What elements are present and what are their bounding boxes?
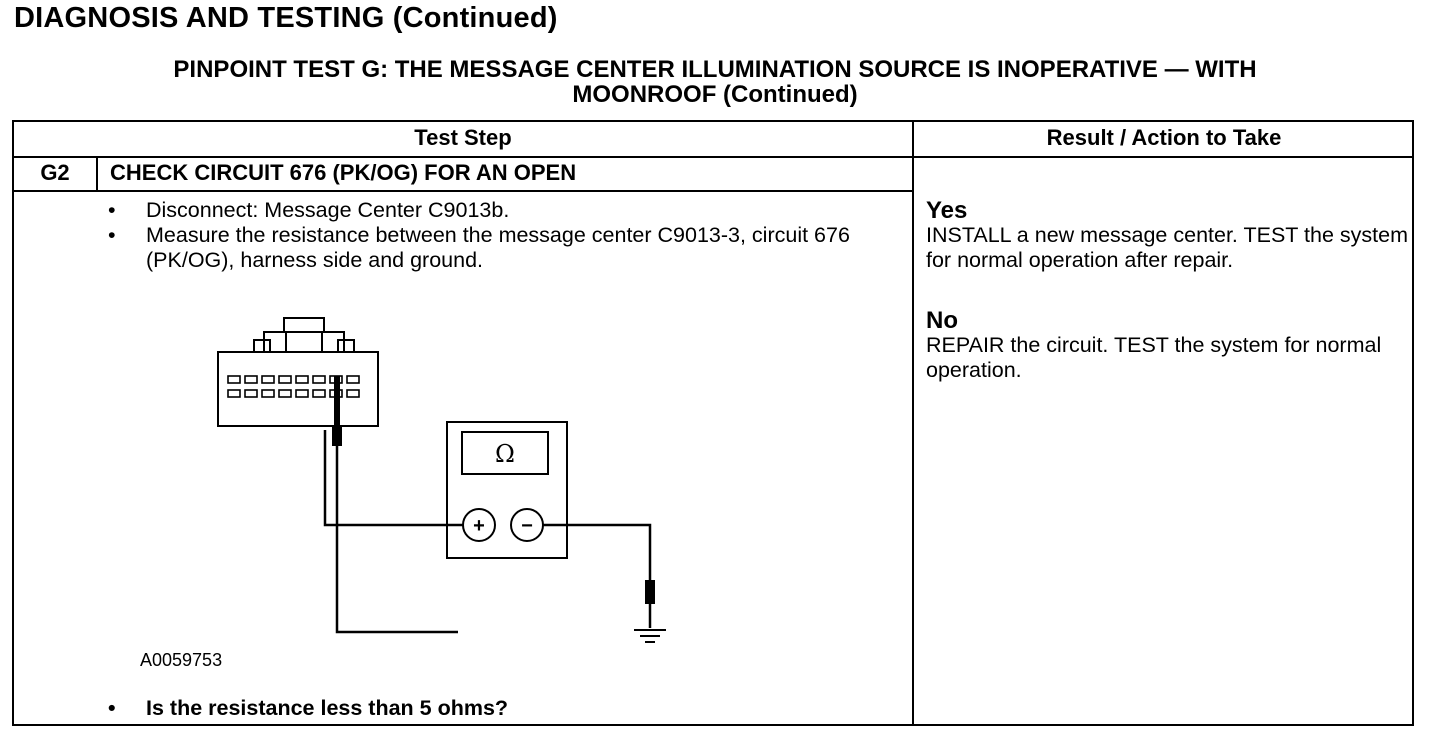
result-no-action: REPAIR the circuit. TEST the system for … <box>926 333 1382 382</box>
step-id: G2 <box>40 160 70 185</box>
ground-symbol-icon <box>634 629 666 643</box>
bullet-icon: • <box>108 223 116 247</box>
bullet-icon: • <box>108 198 116 222</box>
result-yes-action: INSTALL a new message center. TEST the s… <box>926 223 1408 272</box>
header-result-action: Result / Action to Take <box>1046 125 1282 150</box>
ground-probe-icon <box>645 580 655 628</box>
ohmmeter-test-diagram <box>217 317 458 634</box>
instruction-text: Measure the resistance between the messa… <box>146 223 850 272</box>
pinpoint-test-title-line2: MOONROOF (Continued) <box>572 81 858 108</box>
step-question: • Is the resistance less than 5 ohms? <box>106 696 508 721</box>
column-divider <box>912 122 914 724</box>
header-divider <box>14 156 1412 158</box>
pinpoint-test-title: PINPOINT TEST G: THE MESSAGE CENTER ILLU… <box>0 57 1430 107</box>
instruction-text: Disconnect: Message Center C9013b. <box>146 198 510 222</box>
step-instructions: • Disconnect: Message Center C9013b. • M… <box>106 198 896 273</box>
positive-probe-icon <box>332 376 458 634</box>
minus-symbol: − <box>521 515 533 537</box>
result-yes-label: Yes <box>926 197 968 224</box>
question-text: Is the resistance less than 5 ohms? <box>146 696 509 720</box>
instruction-item: • Disconnect: Message Center C9013b. <box>106 198 896 223</box>
pinpoint-test-title-line1: PINPOINT TEST G: THE MESSAGE CENTER ILLU… <box>173 56 1257 83</box>
plus-symbol: + <box>473 515 485 537</box>
page-title: DIAGNOSIS AND TESTING (Continued) <box>14 2 558 34</box>
bullet-icon: • <box>108 696 116 720</box>
result-no-label: No <box>926 307 958 334</box>
connector-c9013-icon <box>217 317 379 427</box>
test-leads-icon <box>323 430 652 580</box>
step-row-divider <box>14 190 912 192</box>
result-no: No REPAIR the circuit. TEST the system f… <box>926 308 1416 383</box>
figure-id: A0059753 <box>140 650 223 670</box>
ohm-symbol: Ω <box>495 440 515 468</box>
step-id-divider <box>96 156 98 190</box>
instruction-item: • Measure the resistance between the mes… <box>106 223 896 273</box>
pinpoint-test-table: Test Step Result / Action to Take G2 CHE… <box>12 120 1414 726</box>
result-yes: Yes INSTALL a new message center. TEST t… <box>926 198 1416 273</box>
step-title: CHECK CIRCUIT 676 (PK/OG) FOR AN OPEN <box>110 160 577 185</box>
header-test-step: Test Step <box>414 125 512 150</box>
